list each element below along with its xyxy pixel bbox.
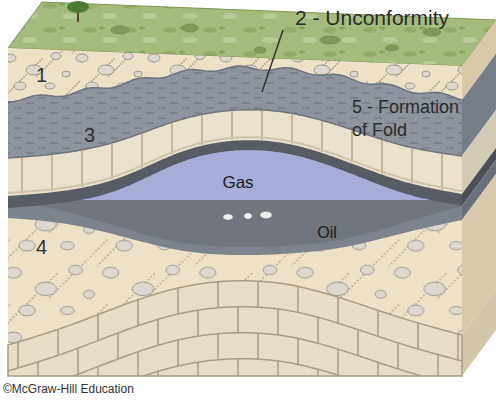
- stone-joint: [417, 323, 419, 349]
- stone-joint: [257, 281, 259, 307]
- oil-zone: Oil: [8, 200, 462, 252]
- stone-joint: [457, 334, 459, 360]
- limestone-block: [411, 149, 413, 183]
- stone-joint: [97, 367, 99, 376]
- limestone-block: [201, 115, 203, 144]
- stone-joint: [177, 340, 179, 366]
- bush: [182, 24, 198, 32]
- stone-joint: [357, 330, 359, 356]
- limestone-block: [321, 121, 323, 152]
- stone-joint: [17, 342, 19, 368]
- side-face-layer: [462, 289, 496, 376]
- bush: [385, 45, 399, 51]
- bush: [423, 28, 441, 36]
- stone-joint: [197, 362, 199, 376]
- zone-label: Gas: [198, 173, 278, 193]
- cap-shale-layer: [8, 140, 462, 376]
- unconformity-line: [8, 66, 462, 102]
- stone-joint: [377, 362, 379, 376]
- arch-stones: [8, 281, 462, 376]
- callout-number: 3: [84, 122, 114, 148]
- shale-layer: [8, 150, 462, 376]
- oil-fill: [8, 200, 462, 247]
- pebble: [260, 212, 272, 219]
- stone-joint: [137, 300, 139, 326]
- bush: [254, 47, 266, 53]
- limestone-block: [81, 151, 83, 187]
- stone-joint: [237, 307, 239, 333]
- stone-joint: [417, 375, 419, 376]
- limestone-block: [261, 111, 263, 140]
- limestone-block: [171, 123, 173, 154]
- stone-joint: [57, 329, 59, 355]
- zone-label: Oil: [287, 224, 367, 242]
- stone-joint: [277, 361, 279, 376]
- bush: [320, 36, 340, 44]
- stone-joint: [97, 315, 99, 341]
- stone-joint: [217, 282, 219, 308]
- gas-fill: [8, 150, 462, 200]
- limestone-block: [21, 158, 23, 194]
- copyright-note: ©McGraw-Hill Education: [3, 382, 203, 398]
- stone-row: [8, 359, 462, 376]
- stone-joint: [157, 319, 159, 345]
- pebble: [223, 214, 233, 220]
- stone-joint: [257, 333, 259, 359]
- limestone-block: [381, 140, 383, 173]
- stone-joint: [117, 333, 119, 359]
- stone-joint: [437, 355, 439, 376]
- gas-zone: Gas: [8, 140, 462, 200]
- stone-joint: [317, 317, 319, 343]
- stone-joint: [197, 310, 199, 336]
- stone-joint: [377, 310, 379, 336]
- stone-joint: [77, 348, 79, 374]
- leader-line: [262, 30, 283, 92]
- callout-title: 2 - Unconformity: [295, 4, 495, 31]
- stone-joint: [37, 362, 39, 376]
- limestone-block: [111, 144, 113, 179]
- stone-row: [8, 307, 462, 371]
- limestone-block: [141, 134, 143, 168]
- stone-joint: [277, 309, 279, 335]
- stone-joint: [337, 349, 339, 375]
- bush: [111, 26, 129, 34]
- pebble: [244, 213, 252, 219]
- stone-row: [8, 333, 462, 376]
- stone-joint: [177, 288, 179, 314]
- callout-title: 5 - Formation of Fold: [352, 96, 472, 143]
- stone-joint: [297, 338, 299, 364]
- tree-canopy: [67, 1, 89, 13]
- limestone-block: [291, 114, 293, 143]
- oil-zone-shape: [8, 200, 462, 252]
- stone-joint: [297, 286, 299, 312]
- callout-number: 4: [36, 234, 66, 260]
- stone-joint: [397, 343, 399, 369]
- limestone-arch: [8, 281, 462, 376]
- stone-joint: [217, 334, 219, 360]
- limestone-block: [441, 154, 443, 189]
- stone-joint: [317, 369, 319, 376]
- stone-joint: [137, 352, 139, 376]
- stone-joint: [237, 359, 239, 376]
- stone-joint: [157, 371, 159, 376]
- limestone-block: [51, 155, 53, 191]
- stone-joint: [337, 297, 339, 323]
- limestone-block: [231, 111, 233, 140]
- callout-number: 1: [36, 62, 66, 88]
